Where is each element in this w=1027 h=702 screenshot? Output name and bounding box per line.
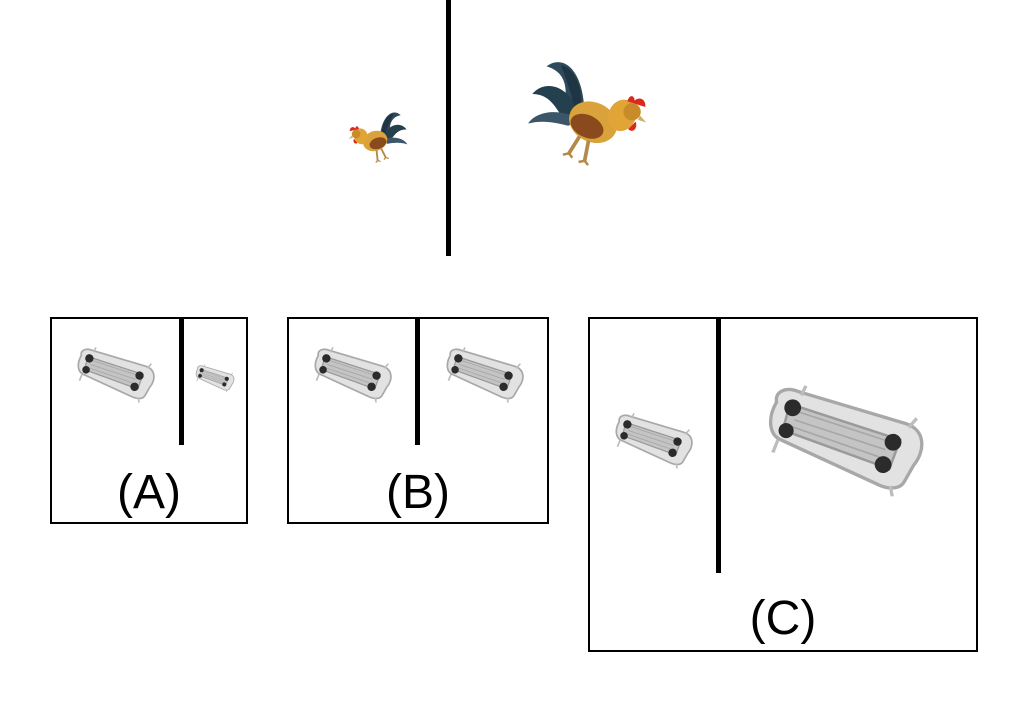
option-c-divider bbox=[716, 319, 721, 573]
option-a-box[interactable]: (A) bbox=[50, 317, 248, 524]
sofa-icon bbox=[443, 345, 527, 403]
reference-divider bbox=[446, 0, 451, 256]
option-c-label: (C) bbox=[749, 592, 817, 645]
option-a-divider bbox=[179, 319, 184, 445]
sofa-icon bbox=[311, 345, 395, 403]
option-b-box[interactable]: (B) bbox=[287, 317, 549, 524]
option-c-box[interactable]: (C) bbox=[588, 317, 978, 652]
rooster-icon bbox=[346, 106, 408, 168]
option-b-divider bbox=[415, 319, 420, 445]
sofa-icon bbox=[612, 411, 696, 469]
option-b-label: (B) bbox=[386, 466, 450, 519]
sofa-icon bbox=[194, 363, 236, 393]
rooster-icon bbox=[528, 52, 652, 176]
sofa-icon bbox=[74, 345, 158, 403]
sofa-icon bbox=[762, 381, 930, 497]
option-a-label: (A) bbox=[117, 466, 181, 519]
